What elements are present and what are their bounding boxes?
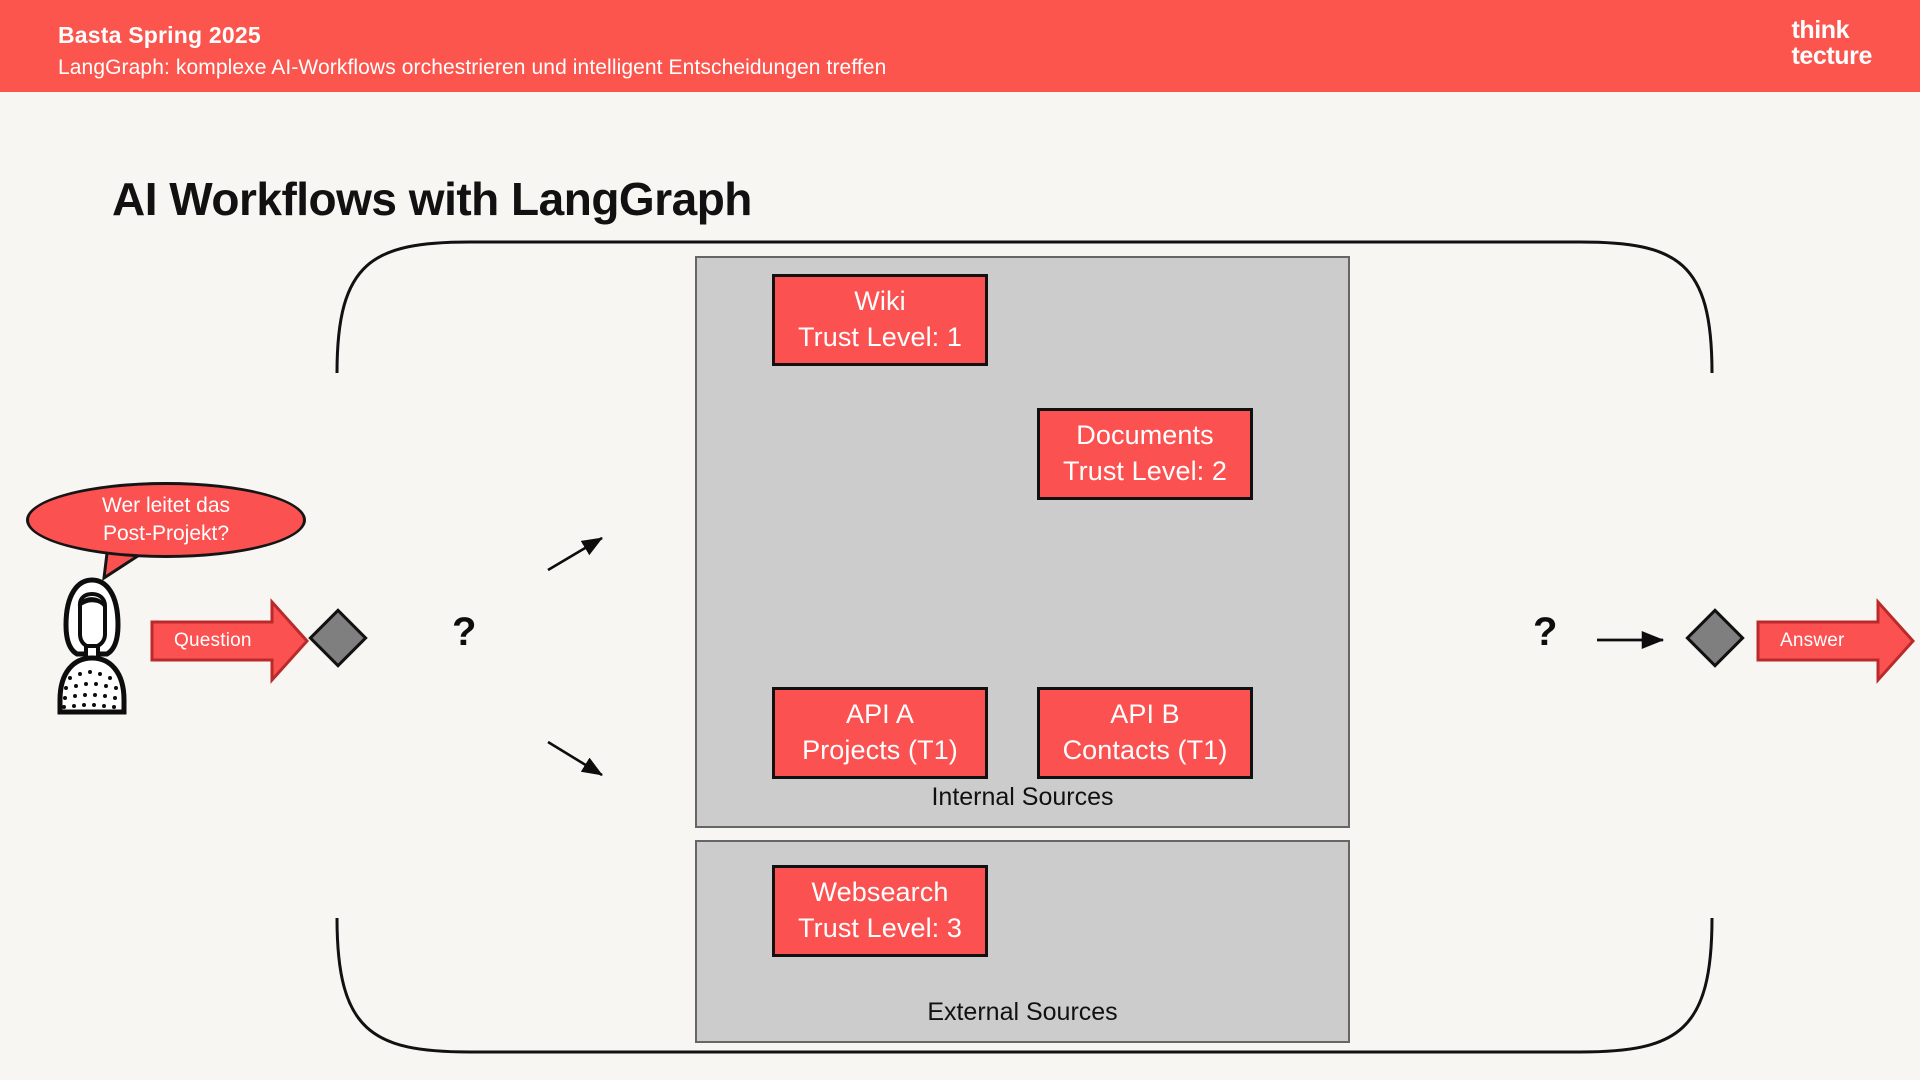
source-box-api-b-title: API B xyxy=(1110,699,1180,730)
user-speech-bubble: Wer leitet das Post-Projekt? xyxy=(26,482,306,558)
branch-marker-entry: ? xyxy=(452,610,477,654)
branch-arrow-down xyxy=(547,740,603,777)
answer-arrow-label: Answer xyxy=(1780,630,1845,651)
source-box-api-a-subtitle: Projects (T1) xyxy=(802,735,958,765)
speech-bubble-line-2: Post-Projekt? xyxy=(102,522,230,545)
answer-arrow[interactable]: Answer xyxy=(1758,613,1908,669)
source-box-api-a-title: API A xyxy=(845,699,915,730)
source-box-websearch[interactable]: Websearch Trust Level: 3 xyxy=(772,865,988,957)
speech-bubble-line-1: Wer leitet das xyxy=(102,493,230,517)
branch-marker-exit: ? xyxy=(1533,610,1558,654)
source-box-websearch-title: Websearch xyxy=(811,877,949,908)
external-sources-caption: External Sources xyxy=(927,998,1118,1026)
header-title: Basta Spring 2025 xyxy=(58,22,261,48)
source-box-wiki-title: Wiki xyxy=(854,286,906,317)
header-bar: Basta Spring 2025 LangGraph: komplexe AI… xyxy=(0,0,1920,92)
question-arrow[interactable]: Question xyxy=(152,613,302,669)
source-box-wiki-trust: Trust Level: 1 xyxy=(798,322,962,352)
source-box-api-b[interactable]: API B Contacts (T1) xyxy=(1037,687,1253,779)
header-subtitle: LangGraph: komplexe AI-Workflows orchest… xyxy=(58,56,887,79)
source-box-websearch-trust: Trust Level: 3 xyxy=(798,913,962,943)
diamond-decision-icon-entry[interactable] xyxy=(308,608,368,668)
thinktecture-logo: think tecture xyxy=(1791,16,1872,70)
internal-sources-caption: Internal Sources xyxy=(931,783,1114,811)
logo-line-tecture: tecture xyxy=(1791,41,1872,70)
source-box-api-a[interactable]: API A Projects (T1) xyxy=(772,687,988,779)
person-avatar-icon xyxy=(57,577,127,715)
source-box-api-b-subtitle: Contacts (T1) xyxy=(1062,735,1228,765)
source-box-documents-trust: Trust Level: 2 xyxy=(1063,456,1227,486)
diamond-decision-icon-exit[interactable] xyxy=(1685,608,1745,668)
source-box-documents-title: Documents xyxy=(1076,420,1214,451)
logo-line-think: think xyxy=(1791,16,1850,44)
page-title: AI Workflows with LangGraph xyxy=(112,173,752,225)
branch-arrow-up xyxy=(547,536,603,572)
question-arrow-label: Question xyxy=(174,630,252,651)
source-box-wiki[interactable]: Wiki Trust Level: 1 xyxy=(772,274,988,366)
source-box-documents[interactable]: Documents Trust Level: 2 xyxy=(1037,408,1253,500)
